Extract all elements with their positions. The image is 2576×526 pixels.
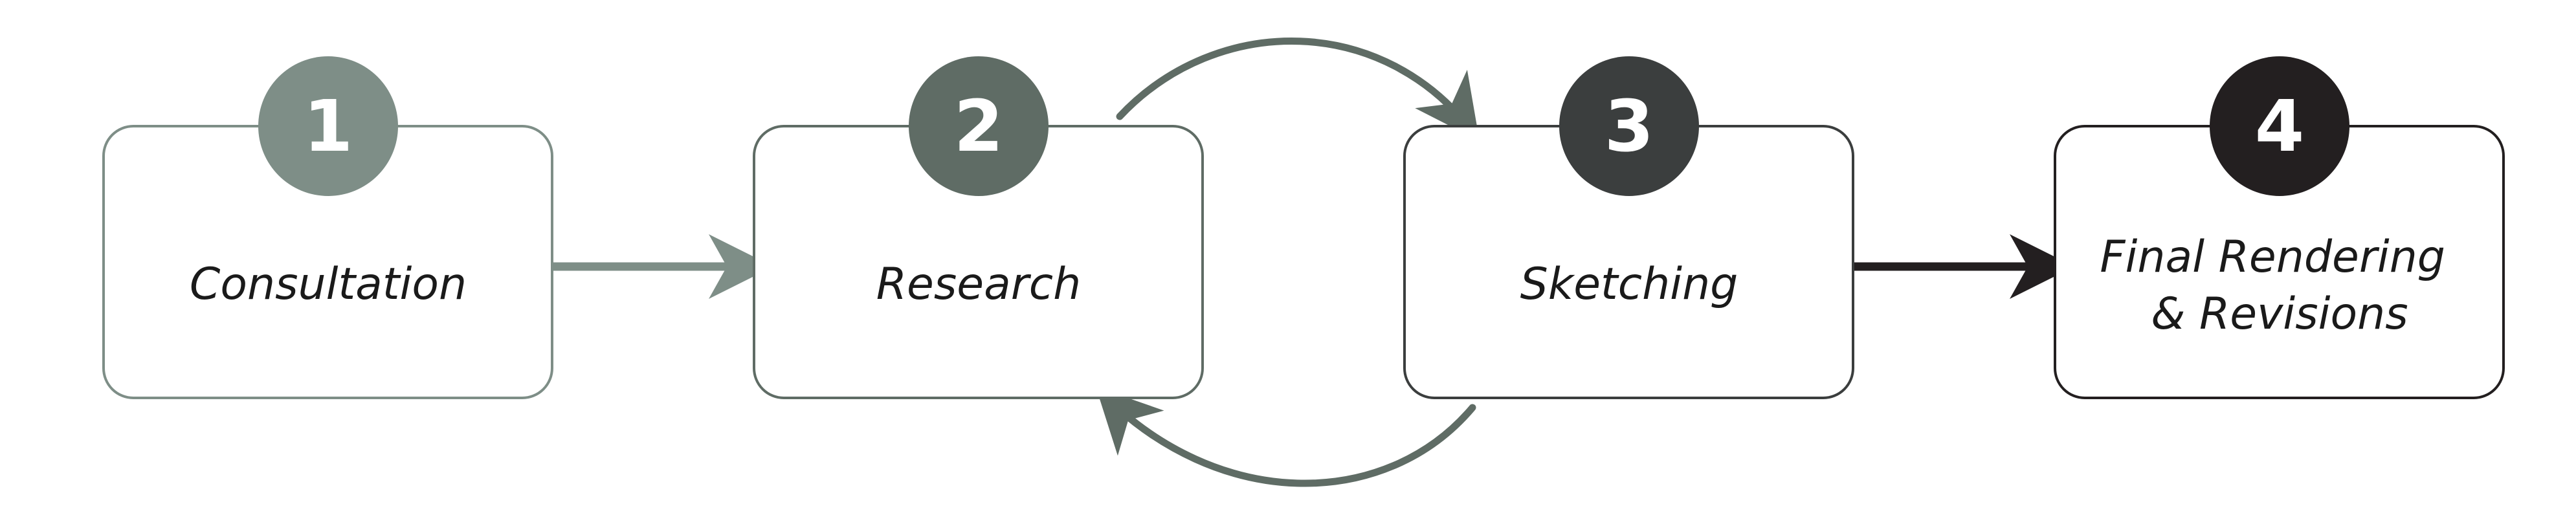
- step-2: 2 Research: [753, 56, 1204, 399]
- step-4: 4 Final Rendering & Revisions: [2054, 56, 2505, 399]
- loop-arrow-sketching-to-research: [1096, 386, 1476, 487]
- step-number-badge: [909, 56, 1049, 196]
- loop-arrow-research-to-sketching: [1116, 38, 1480, 142]
- step-label-research: Research: [876, 259, 1081, 310]
- step-label-final-rendering: Final Rendering & Revisions: [2100, 232, 2459, 340]
- step-number: 2: [954, 85, 1004, 168]
- step-number-badge: [2210, 56, 2349, 196]
- step-label-sketching: Sketching: [1520, 259, 1738, 310]
- step-number-badge: [258, 56, 398, 196]
- step-number: 3: [1604, 85, 1654, 168]
- step-1: 1 Consultation: [102, 56, 553, 399]
- step-label-consultation: Consultation: [190, 259, 467, 310]
- step-number: 1: [304, 85, 353, 168]
- step-3: 3 Sketching: [1403, 56, 1854, 399]
- step-number: 4: [2255, 85, 2305, 168]
- step-number-badge: [1559, 56, 1699, 196]
